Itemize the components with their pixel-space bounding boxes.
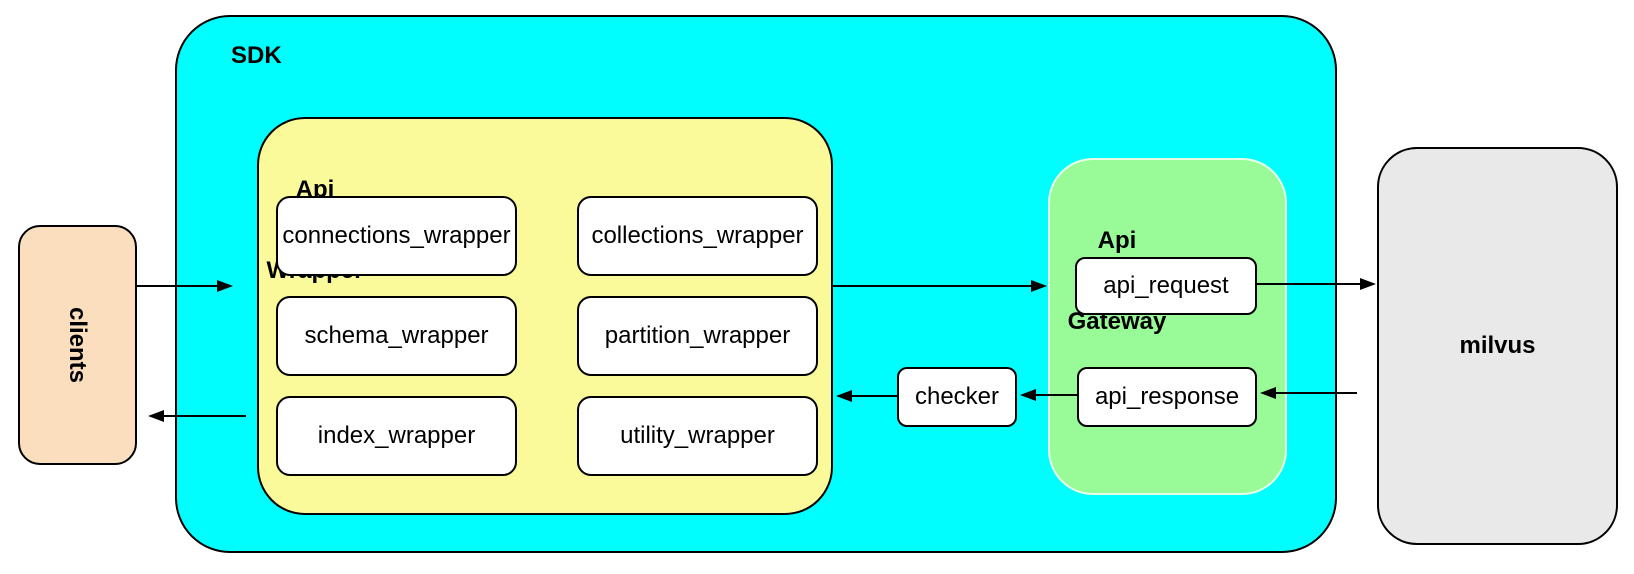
module-partition-wrapper: partition_wrapper [577, 296, 818, 376]
arrow-line [850, 395, 897, 397]
module-connections-wrapper: connections_wrapper [276, 196, 517, 276]
api-request-box: api_request [1075, 257, 1257, 315]
module-collections-wrapper: collections_wrapper [577, 196, 818, 276]
checker-box: checker [897, 367, 1017, 427]
clients-label: clients [64, 306, 92, 384]
milvus-label: milvus [1459, 332, 1536, 359]
arrow-head [1031, 280, 1047, 292]
arrow-head [1020, 389, 1036, 401]
arrow-head [217, 280, 233, 292]
arrow-head [148, 410, 164, 422]
api-gateway-container [1048, 158, 1287, 495]
module-schema-wrapper: schema_wrapper [276, 296, 517, 376]
arrow-head [836, 390, 852, 402]
sdk-label: SDK [231, 42, 282, 69]
module-index-wrapper: index_wrapper [276, 396, 517, 476]
arrow-line [137, 285, 219, 287]
api-response-box: api_response [1077, 367, 1257, 427]
module-utility-wrapper: utility_wrapper [577, 396, 818, 476]
clients-box: clients [18, 225, 137, 465]
arrow-line [1257, 283, 1362, 285]
api-gateway-label-line1: Api [1097, 227, 1137, 254]
arrow-line [162, 415, 246, 417]
milvus-box: milvus [1377, 147, 1618, 545]
arrow-line [1274, 392, 1357, 394]
arrow-head [1360, 278, 1376, 290]
arrow-head [1260, 387, 1276, 399]
arrow-line [833, 285, 1033, 287]
arrow-line [1034, 394, 1077, 396]
